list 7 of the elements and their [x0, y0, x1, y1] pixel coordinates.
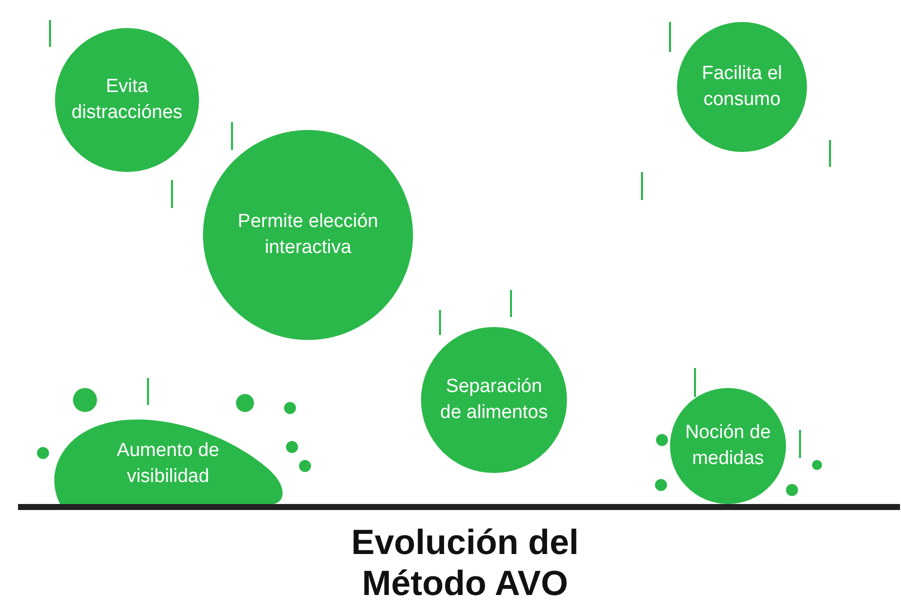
bubble-label: Aumento de visibilidad — [116, 439, 220, 489]
bubble-label: Facilita el consumo — [700, 62, 784, 112]
bubble-label: Permite elección interactiva — [236, 210, 380, 260]
bubble-label: Separación de alimentos — [439, 375, 549, 425]
bubble-label: Evita distracciónes — [70, 75, 184, 125]
bubble-label: Noción de medidas — [684, 421, 772, 471]
title: Evolución del Método AVO — [350, 522, 580, 604]
